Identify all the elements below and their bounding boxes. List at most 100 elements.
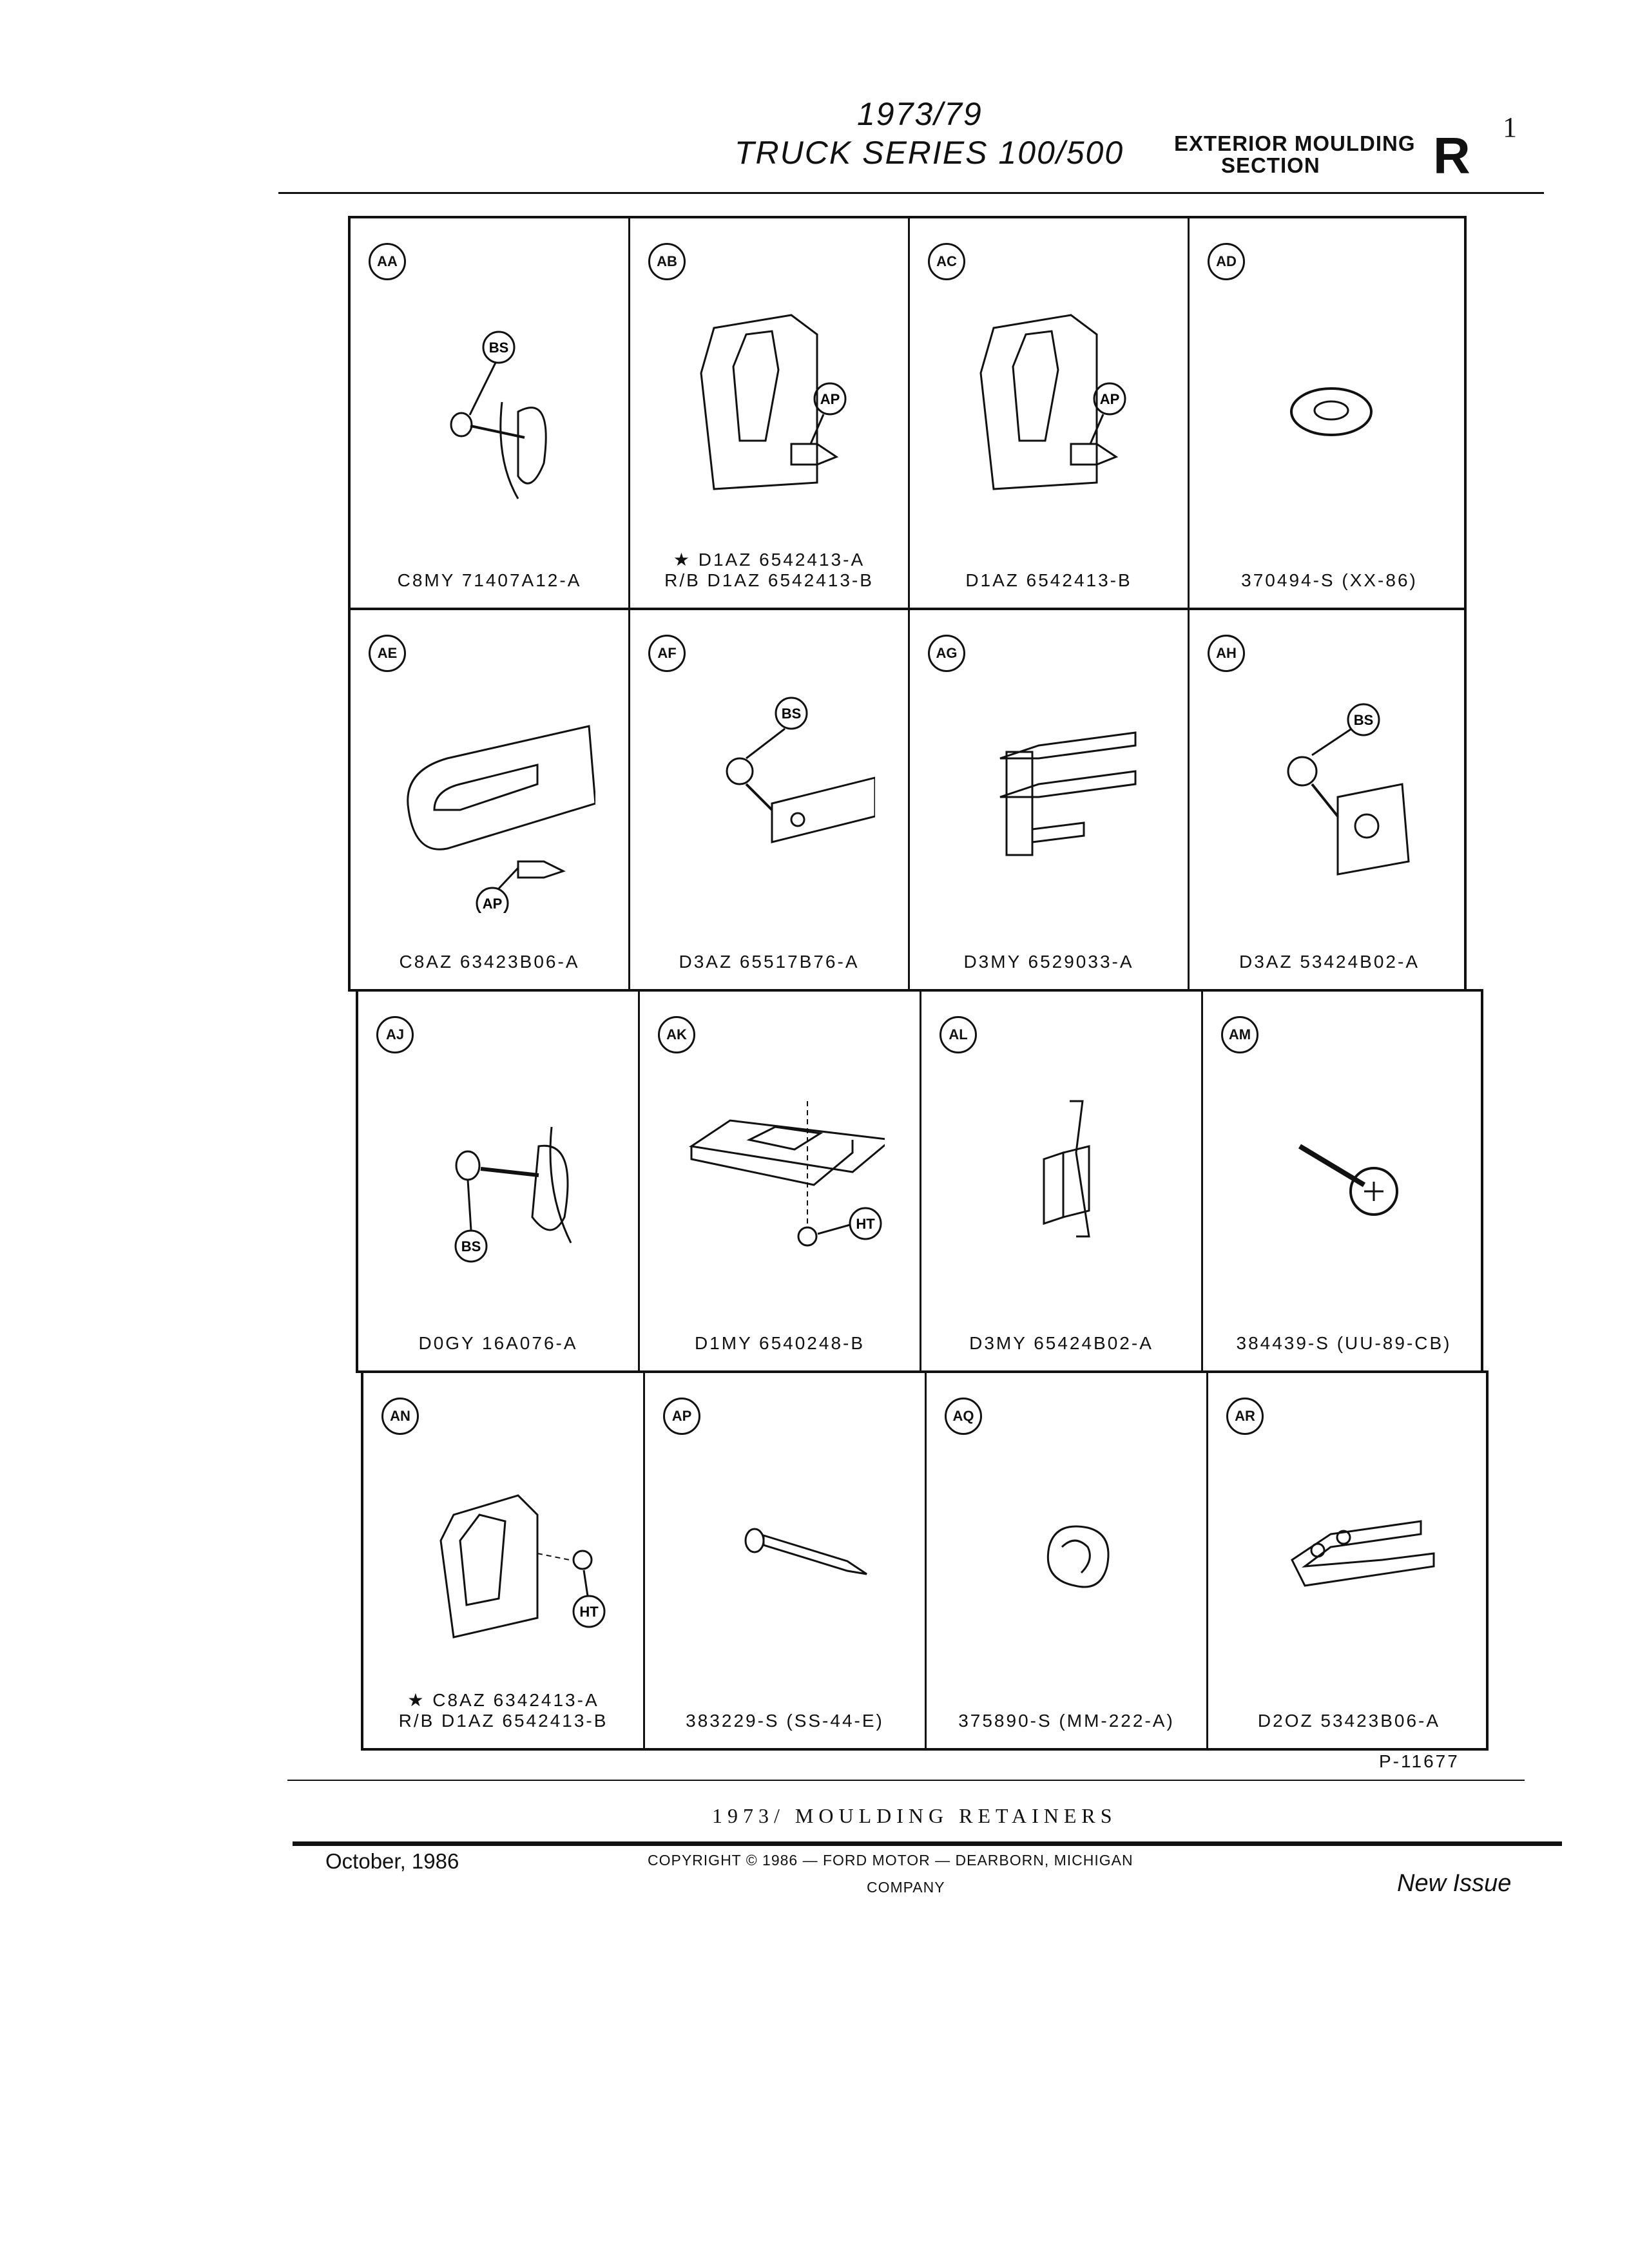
cell-code-badge: AJ [376, 1016, 414, 1053]
cell-code-badge: AE [369, 635, 406, 672]
cell-code-badge: AN [381, 1398, 419, 1435]
cell-code-badge: AM [1221, 1016, 1258, 1053]
cell-ap: AP 383229-S (SS-44-E) [645, 1373, 927, 1748]
cell-code-badge: AF [648, 635, 686, 672]
part-number-line: D3MY 65424B02-A [969, 1333, 1153, 1353]
part-number-aq: 375890-S (MM-222-A) [927, 1711, 1206, 1731]
part-illustration-ag [999, 731, 1137, 856]
part-number-line: D2OZ 53423B06-A [1257, 1711, 1441, 1731]
cell-am: AM 384439-S (UU-89-CB) [1203, 992, 1485, 1370]
cell-code-badge: AQ [945, 1398, 982, 1435]
callout-label: AP [483, 896, 503, 912]
part-number-ap: 383229-S (SS-44-E) [645, 1711, 925, 1731]
callout-label: BS [1354, 712, 1374, 728]
cell-ar: AR D2OZ 53423B06-A [1208, 1373, 1490, 1748]
part-number-line: 383229-S (SS-44-E) [686, 1711, 884, 1731]
cell-al: AL D3MY 65424B02-A [921, 992, 1203, 1370]
part-illustration-ar [1291, 1520, 1435, 1587]
cell-code-badge: AH [1208, 635, 1245, 672]
part-number-line: 370494-S (XX-86) [1241, 570, 1418, 590]
footer-company: COMPANY [867, 1879, 945, 1896]
part-number-aj: D0GY 16A076-A [358, 1333, 638, 1354]
callout-label: HT [579, 1604, 599, 1620]
part-number-line: R/B D1AZ 6542413-B [664, 570, 874, 590]
grid-row-3: AJ BS D0GY 16A076-A AK HT [356, 989, 1483, 1373]
cell-ak: AK HT D1MY 6540248-B [640, 992, 921, 1370]
cell-aj: AJ BS D0GY 16A076-A [358, 992, 640, 1370]
cell-ag: AG D3MY 6529033-A [910, 610, 1190, 989]
cell-ac: AC AP D1AZ 6542413-B [910, 218, 1190, 608]
part-number-ar: D2OZ 53423B06-A [1208, 1711, 1490, 1731]
cell-code-badge: AL [940, 1016, 977, 1053]
part-illustration-aq [1046, 1525, 1110, 1588]
part-number-line: ★ D1AZ 6542413-A [673, 550, 865, 570]
header-rule [278, 192, 1544, 194]
parts-grid: AA BS C8MY 71407A12-A AB AP ★ [348, 216, 1489, 1751]
cell-code-badge: AR [1226, 1398, 1264, 1435]
part-number-line: C8AZ 63423B06-A [399, 952, 580, 972]
part-number-af: D3AZ 65517B76-A [630, 952, 908, 972]
footer-copyright: COPYRIGHT © 1986 — FORD MOTOR — DEARBORN… [648, 1852, 1133, 1869]
callout-label: BS [489, 340, 509, 356]
part-illustration-ak: HT [688, 1101, 885, 1247]
cell-ah: AH BS D3AZ 53424B02-A [1190, 610, 1469, 989]
part-number-ac: D1AZ 6542413-B [910, 570, 1188, 591]
part-number-al: D3MY 65424B02-A [921, 1333, 1201, 1354]
cell-aq: AQ 375890-S (MM-222-A) [927, 1373, 1208, 1748]
header-series: TRUCK SERIES 100/500 [735, 135, 1124, 171]
cell-aa: AA BS C8MY 71407A12-A [351, 218, 630, 608]
footer-date: October, 1986 [325, 1849, 459, 1873]
cell-code-badge: AK [658, 1016, 695, 1053]
part-illustration-aj: BS [454, 1126, 572, 1263]
part-illustration-aa: BS [450, 331, 547, 499]
part-illustration-ae: AP [407, 725, 595, 913]
figure-rule [287, 1780, 1525, 1781]
callout-label: BS [782, 706, 802, 722]
cell-code-badge: AA [369, 243, 406, 280]
cell-code-badge: AC [928, 243, 965, 280]
cell-ae: AE AP C8AZ 63423B06-A [351, 610, 630, 989]
part-illustration-ap [744, 1528, 867, 1575]
part-number-line: D3AZ 53424B02-A [1239, 952, 1420, 972]
part-illustration-an: HT [439, 1494, 606, 1639]
part-number-line: D1MY 6540248-B [694, 1333, 865, 1353]
part-number-line: D0GY 16A076-A [418, 1333, 578, 1353]
part-illustration-ab: AP [700, 314, 847, 490]
page-number: 1 [1503, 111, 1517, 143]
part-illustration-al [1043, 1100, 1090, 1238]
grid-row-2: AE AP C8AZ 63423B06-A AF BS D [348, 608, 1467, 992]
part-number-ae: C8AZ 63423B06-A [351, 952, 628, 972]
header-years: 1973/79 [857, 96, 983, 132]
cell-af: AF BS D3AZ 65517B76-A [630, 610, 910, 989]
part-number-ag: D3MY 6529033-A [910, 952, 1188, 972]
part-illustration-ac: AP [979, 314, 1126, 490]
part-number-line: D1AZ 6542413-B [965, 570, 1132, 590]
part-number-line: 375890-S (MM-222-A) [958, 1711, 1175, 1731]
part-number-line: C8MY 71407A12-A [397, 570, 582, 590]
section-letter: R [1433, 127, 1470, 184]
part-number-ah: D3AZ 53424B02-A [1190, 952, 1469, 972]
part-illustration-ad [1290, 387, 1373, 436]
footer-issue: New Issue [1397, 1870, 1512, 1897]
part-illustration-am [1298, 1144, 1398, 1216]
section-title-line1: EXTERIOR MOULDING [1174, 131, 1416, 155]
cell-code-badge: AB [648, 243, 686, 280]
cell-ad: AD 370494-S (XX-86) [1190, 218, 1469, 608]
part-number-am: 384439-S (UU-89-CB) [1203, 1333, 1485, 1354]
part-number-ad: 370494-S (XX-86) [1190, 570, 1469, 591]
callout-label: HT [856, 1216, 875, 1232]
part-number-aa: C8MY 71407A12-A [351, 570, 628, 591]
part-number-line: 384439-S (UU-89-CB) [1236, 1333, 1452, 1353]
part-illustration-af: BS [726, 697, 875, 843]
part-number-line: R/B D1AZ 6542413-B [398, 1711, 608, 1731]
callout-label: BS [461, 1238, 481, 1254]
cell-code-badge: AP [663, 1398, 700, 1435]
footer-title: 1973/ MOULDING RETAINERS [712, 1804, 1117, 1827]
section-title-line2: SECTION [1221, 153, 1320, 177]
part-number-line: D3AZ 65517B76-A [679, 952, 860, 972]
